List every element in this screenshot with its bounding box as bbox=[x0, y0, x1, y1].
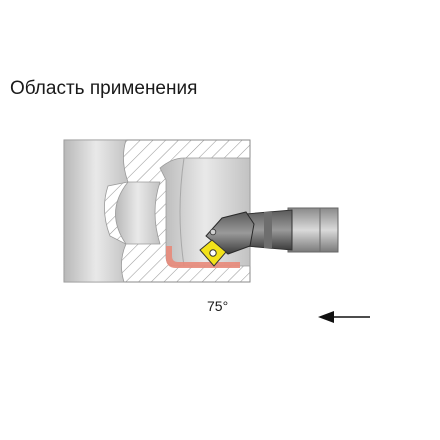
boring-tool bbox=[199, 207, 339, 267]
approach-angle-label: 75° bbox=[207, 298, 229, 314]
cut-zone-highlight bbox=[166, 246, 240, 268]
workpiece bbox=[63, 139, 251, 283]
arrow-left-icon bbox=[318, 311, 370, 323]
cutting-insert bbox=[199, 228, 227, 267]
page-title: Область применения bbox=[10, 78, 198, 99]
